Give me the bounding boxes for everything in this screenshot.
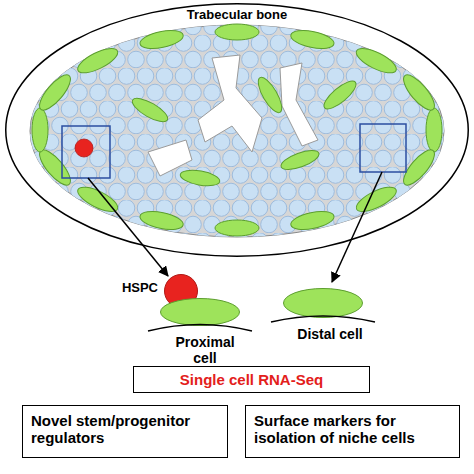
hspc-cell — [75, 139, 93, 157]
zoom-arrow — [332, 172, 382, 282]
niche-cells — [32, 24, 442, 236]
distal-cell-shape — [284, 289, 363, 318]
trabeculae — [148, 55, 318, 176]
niche-cell — [353, 182, 400, 216]
niche-cell — [254, 74, 286, 116]
marrow-cavity — [30, 25, 444, 237]
niche-cell — [35, 71, 76, 115]
niche-cell — [138, 27, 184, 52]
trabecula — [198, 55, 262, 152]
marrow-cells — [30, 25, 444, 237]
niche-cell — [426, 108, 442, 152]
niche-cell — [320, 77, 360, 113]
niche-cell — [399, 71, 440, 115]
bone-surface-line — [148, 325, 252, 332]
proximal-cell-outline — [160, 298, 240, 326]
bone-outline-outline — [5, 3, 469, 257]
niche-cell — [215, 220, 259, 236]
niche-cell — [138, 208, 184, 233]
trabecula — [148, 140, 192, 176]
node-label: Distal cell — [293, 326, 367, 342]
bone-outline: Trabecular bone — [5, 3, 469, 257]
niche-cell — [279, 147, 321, 174]
niche-cell — [215, 24, 259, 40]
niche-cell — [289, 208, 335, 233]
niche-cell — [399, 146, 440, 190]
niche-cell — [289, 27, 335, 52]
node-label: Surface markers for isolation of niche c… — [246, 406, 459, 452]
bone-outline-shape — [6, 4, 469, 257]
zoom-arrow — [88, 178, 168, 276]
niche-cell — [32, 108, 48, 152]
node-label: Proximal cell — [168, 334, 242, 366]
niche-cell — [179, 168, 221, 189]
proximal-cell-shape — [161, 299, 240, 326]
proximal-cell: Proximal cell — [160, 298, 240, 326]
niche-cell — [74, 44, 121, 78]
niche-cell — [353, 44, 400, 78]
result-box: Novel stem/progenitor regulators — [22, 405, 228, 458]
node-label: HSPC — [122, 280, 158, 295]
result-box: Surface markers for isolation of niche c… — [245, 405, 460, 458]
zoom-box — [62, 126, 110, 178]
node-label: Trabecular bone — [5, 7, 469, 22]
trabecula — [280, 63, 318, 146]
distal-cell-outline — [283, 288, 363, 318]
bone-surface-line — [271, 316, 375, 322]
niche-cell — [35, 146, 76, 190]
distal-cell: Distal cell — [283, 288, 363, 318]
niche-cell — [129, 94, 171, 126]
zoom-box — [360, 124, 406, 172]
node-label: Single cell RNA-Seq — [180, 371, 323, 388]
niche-cell — [74, 182, 121, 216]
process-box: Single cell RNA-Seq — [133, 366, 370, 393]
node-label: Novel stem/progenitor regulators — [23, 406, 227, 452]
